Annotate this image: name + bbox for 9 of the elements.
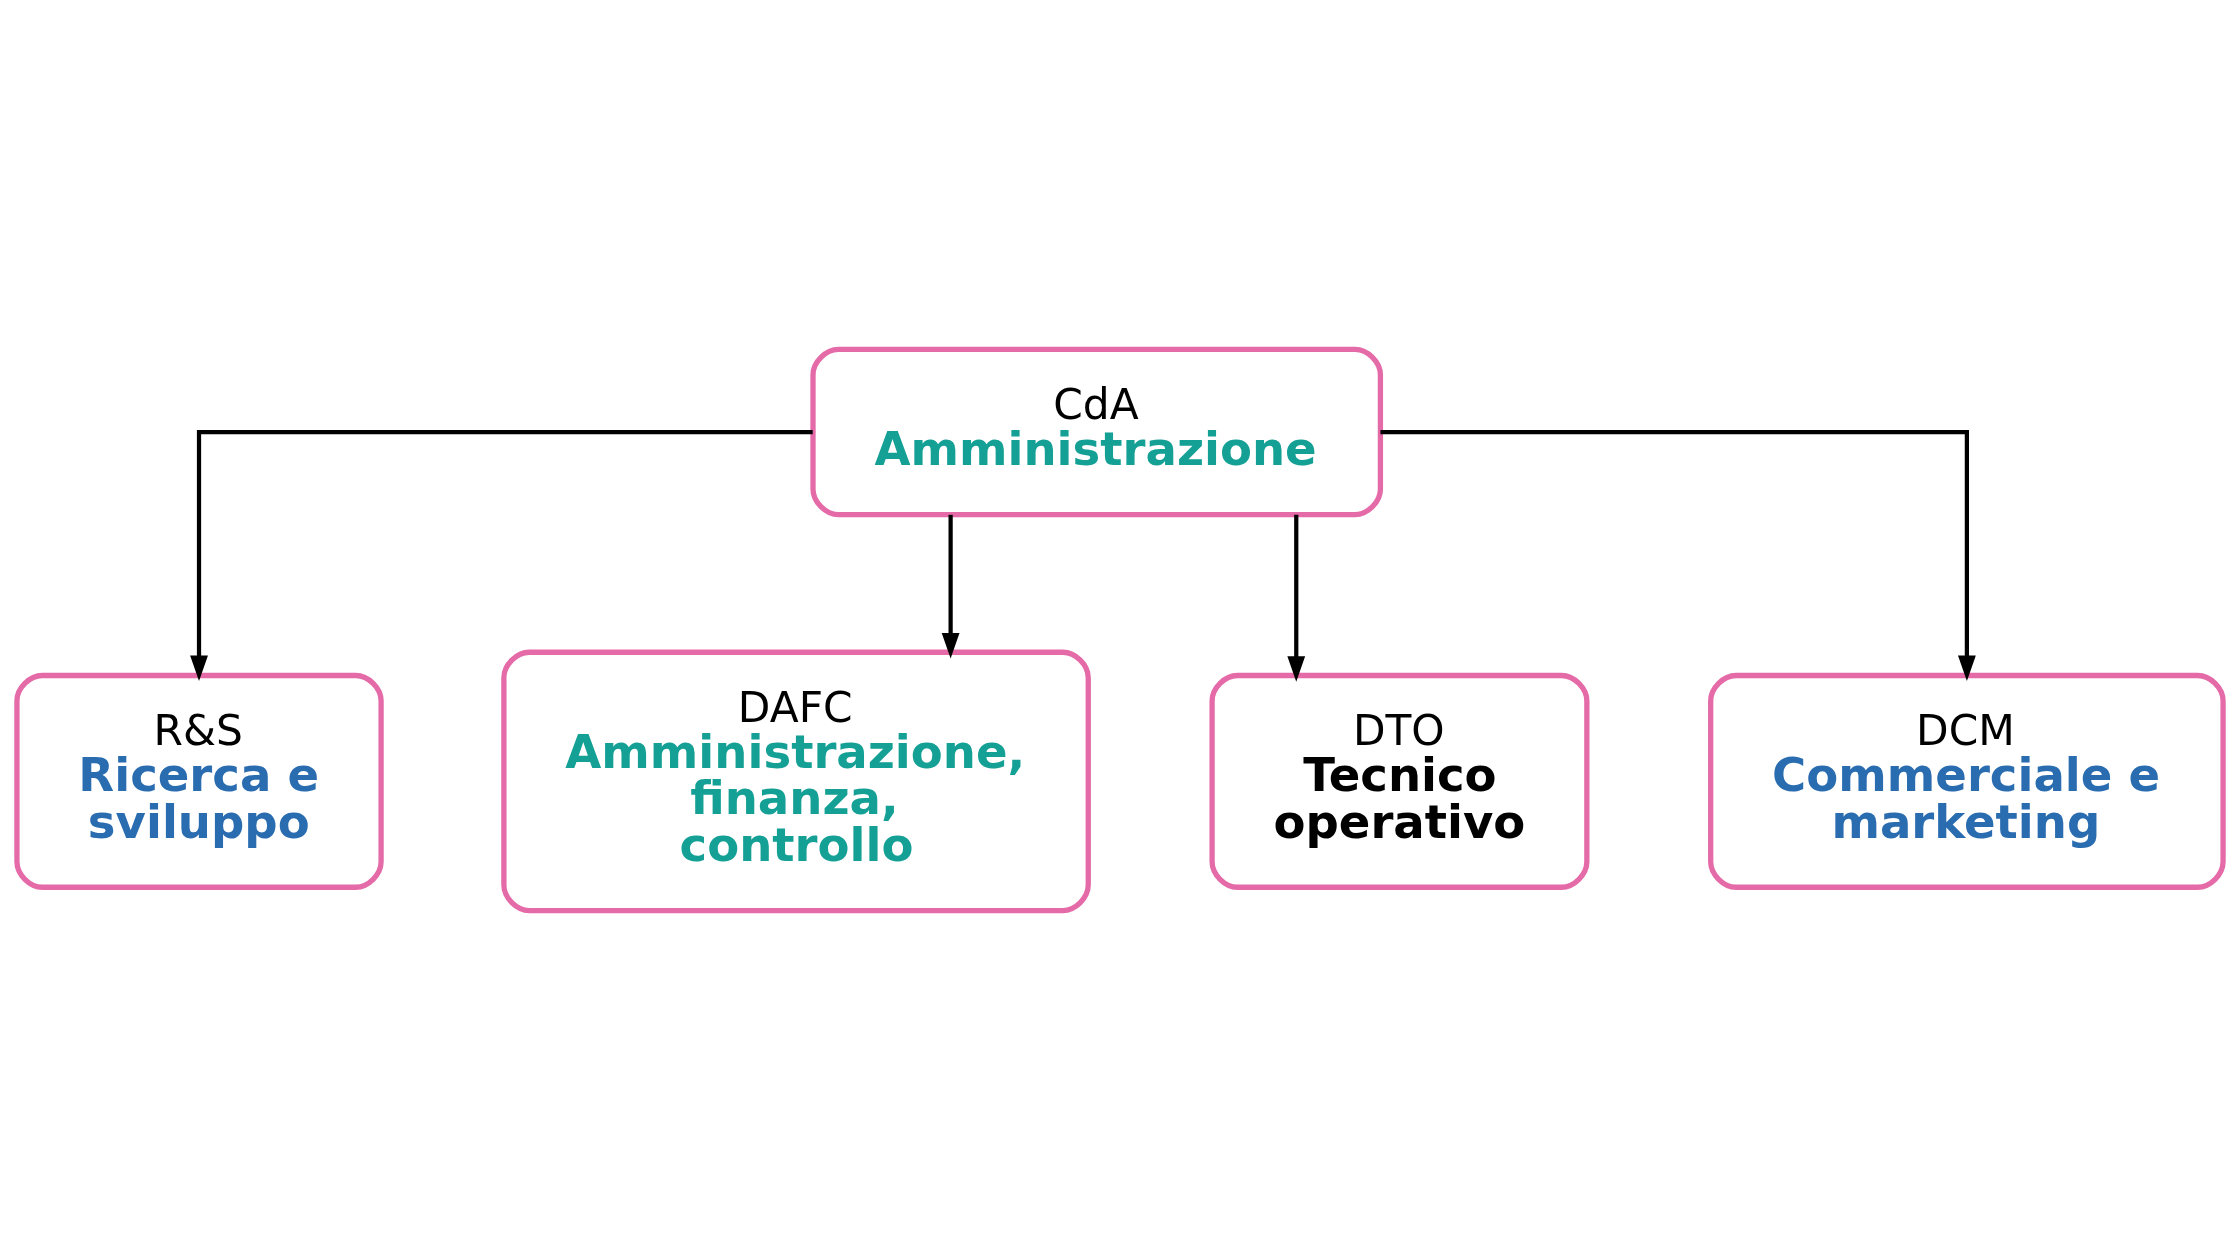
node-box: DAFC Amministrazione, finanza, controllo bbox=[501, 649, 1091, 914]
node-box: R&S Ricerca e sviluppo bbox=[14, 672, 384, 890]
node-box: DCM Commerciale e marketing bbox=[1708, 672, 2226, 890]
arrow bbox=[1380, 429, 1976, 682]
arrow bbox=[941, 514, 960, 659]
arrow bbox=[190, 429, 813, 682]
node-box: DTO Tecnico operativo bbox=[1209, 672, 1590, 890]
node-box: CdA Amministrazione bbox=[810, 346, 1384, 518]
arrow bbox=[1287, 514, 1306, 682]
